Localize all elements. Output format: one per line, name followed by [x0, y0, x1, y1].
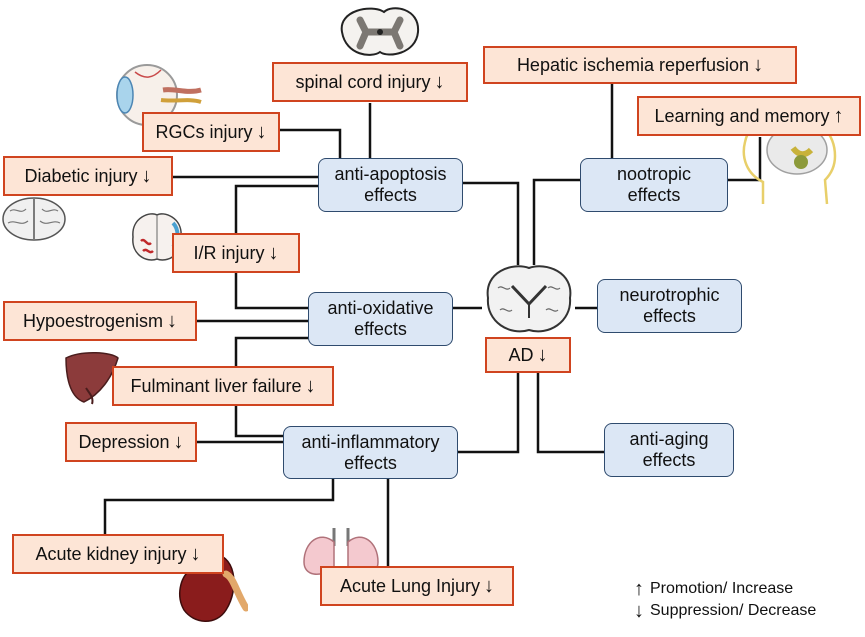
neurotrophic-effects-box: neurotrophic effects — [597, 279, 742, 333]
down-arrow: ↓ — [256, 120, 267, 143]
nootropic-label: nootropic — [616, 164, 692, 185]
ir-injury-label: I/R injury — [193, 242, 265, 263]
legend-item-increase: ↑ Promotion/ Increase — [632, 578, 816, 600]
up-arrow: ↑ — [833, 104, 844, 127]
ad-label: AD — [508, 344, 534, 365]
depression-box: Depression↓ — [65, 422, 197, 462]
anti-apoptosis-effects-box: anti-apoptosis effects — [318, 158, 463, 212]
eye-icon — [116, 64, 202, 126]
spinal-cord-injury-label: spinal cord injury — [295, 71, 431, 92]
anti-aging-label: anti-aging — [629, 429, 709, 450]
legend-decrease-label: Suppression/ Decrease — [650, 602, 817, 620]
fulminant-liver-failure-box: Fulminant liver failure↓ — [112, 366, 334, 406]
spinal-cord-icon — [340, 7, 420, 56]
acute-kidney-injury-label: Acute kidney injury — [35, 543, 187, 564]
down-arrow: ↓ — [190, 542, 201, 565]
anti-inflammatory-effects-label: effects — [344, 452, 397, 473]
down-arrow: ↓ — [268, 241, 279, 264]
anti-oxidative-label: anti-oxidative — [327, 298, 434, 319]
depression-label: Depression — [78, 431, 170, 452]
brain-top-icon — [2, 197, 66, 241]
legend-increase-label: Promotion/ Increase — [650, 580, 794, 598]
down-arrow: ↓ — [484, 574, 495, 597]
up-arrow-icon: ↑ — [634, 578, 644, 600]
anti-aging-effects-box: anti-aging effects — [604, 423, 734, 477]
legend-item-decrease: ↓ Suppression/ Decrease — [632, 600, 816, 622]
anti-aging-effects-label: effects — [642, 450, 696, 470]
fulminant-liver-failure-label: Fulminant liver failure — [130, 375, 302, 396]
anti-apoptosis-label: anti-apoptosis — [334, 164, 447, 185]
legend: ↑ Promotion/ Increase ↓ Suppression/ Dec… — [632, 578, 816, 622]
rgcs-injury-box: RGCs injury↓ — [142, 112, 280, 152]
hypoestrogenism-box: Hypoestrogenism↓ — [3, 301, 197, 341]
learning-and-memory-box: Learning and memory↑ — [637, 96, 861, 136]
nootropic-effects-box: nootropic effects — [580, 158, 728, 212]
ir-injury-box: I/R injury↓ — [172, 233, 300, 273]
brain-coronal-icon — [486, 265, 572, 333]
anti-inflammatory-label: anti-inflammatory — [301, 431, 440, 452]
anti-apoptosis-effects-label: effects — [364, 185, 417, 205]
learning-and-memory-label: Learning and memory — [654, 105, 830, 126]
acute-lung-injury-label: Acute Lung Injury — [339, 575, 481, 596]
down-arrow: ↓ — [167, 309, 178, 332]
anti-inflammatory-effects-box: anti-inflammatory effects — [283, 426, 458, 479]
down-arrow: ↓ — [305, 374, 316, 397]
down-arrow-icon: ↓ — [634, 600, 644, 622]
hepatic-ischemia-reperfusion-label: Hepatic ischemia reperfusion — [516, 54, 750, 75]
neurotrophic-effects-label: effects — [643, 306, 696, 326]
acute-kidney-injury-box: Acute kidney injury↓ — [12, 534, 224, 574]
down-arrow: ↓ — [141, 164, 152, 187]
nootropic-effects-label: effects — [627, 185, 681, 205]
spinal-cord-injury-box: spinal cord injury↓ — [272, 62, 468, 102]
ad-box: AD↓ — [485, 337, 571, 373]
anti-oxidative-effects-box: anti-oxidative effects — [308, 292, 453, 346]
down-arrow: ↓ — [537, 343, 548, 366]
down-arrow: ↓ — [173, 430, 184, 453]
acute-lung-injury-box: Acute Lung Injury↓ — [320, 566, 514, 606]
rgcs-injury-label: RGCs injury — [155, 121, 253, 142]
lungs-icon — [303, 528, 379, 575]
diabetic-injury-label: Diabetic injury — [24, 165, 138, 186]
anti-oxidative-effects-label: effects — [354, 319, 407, 339]
hypoestrogenism-label: Hypoestrogenism — [22, 310, 164, 331]
neurotrophic-label: neurotrophic — [619, 285, 720, 306]
diabetic-injury-box: Diabetic injury↓ — [3, 156, 173, 196]
hepatic-ischemia-reperfusion-box: Hepatic ischemia reperfusion↓ — [483, 46, 797, 84]
down-arrow: ↓ — [753, 53, 764, 76]
down-arrow: ↓ — [434, 70, 445, 93]
liver-icon — [65, 352, 119, 405]
